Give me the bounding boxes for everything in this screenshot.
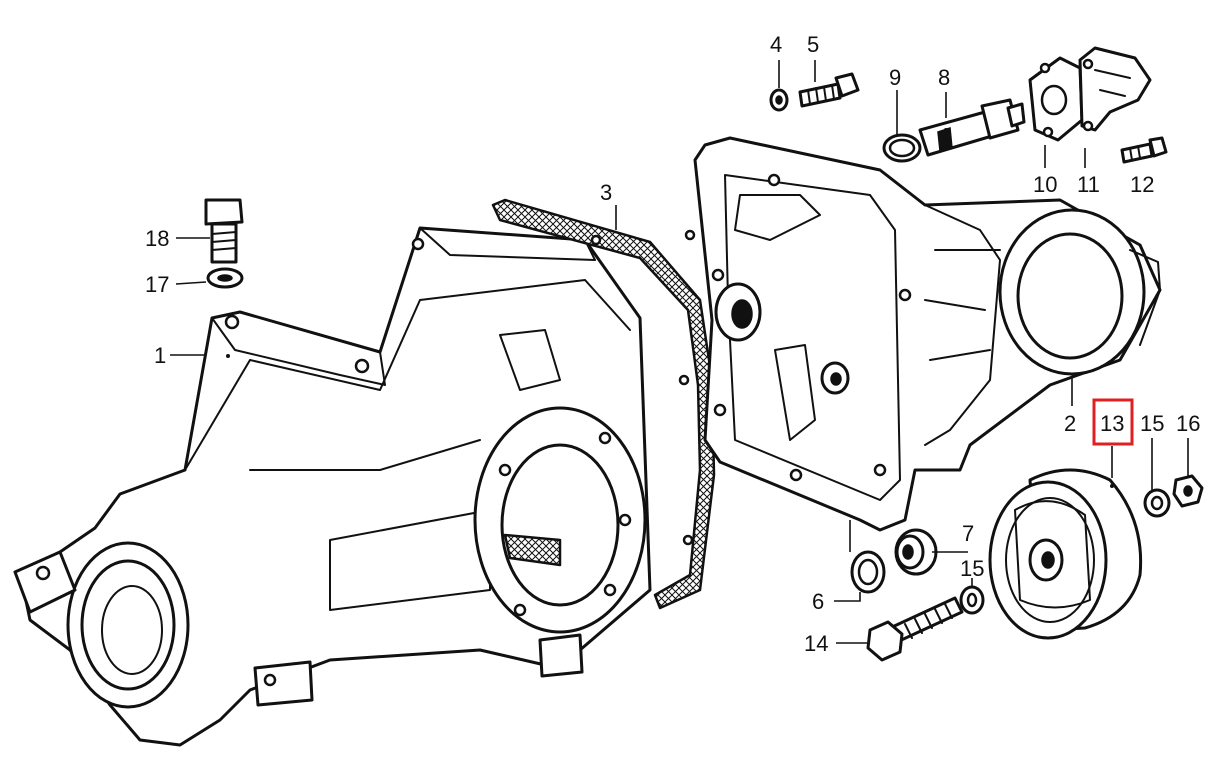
- callout-15-lower: 15: [960, 556, 984, 581]
- o-ring-9: [882, 133, 922, 163]
- bolt-12: [1120, 136, 1168, 164]
- callout-13: 13: [1100, 411, 1124, 436]
- washer-4: [769, 88, 789, 112]
- washer-15-upper: [1143, 488, 1171, 518]
- callout-18: 18: [145, 226, 169, 251]
- callout-3: 3: [600, 180, 612, 205]
- bolt-5: [798, 72, 860, 108]
- callout-2: 2: [1064, 411, 1076, 436]
- callout-15-upper: 15: [1140, 411, 1164, 436]
- rubber-mount-13: [988, 468, 1143, 640]
- callout-4: 4: [770, 32, 782, 57]
- callout-11: 11: [1077, 172, 1100, 197]
- callout-8: 8: [938, 65, 950, 90]
- leader-lines: [170, 60, 1189, 644]
- callout-17: 17: [145, 272, 169, 297]
- callout-5: 5: [807, 32, 819, 57]
- rear-cover: [684, 136, 1162, 532]
- differential-housing: [13, 226, 652, 747]
- bolt-18: [204, 198, 244, 264]
- sensor-8: [918, 98, 1026, 157]
- cover-gasket: [491, 198, 716, 610]
- flange-plate-10: [1028, 56, 1084, 142]
- callout-labels: 1 2 3 4 5 6 7 8 9 10 11 12 13 14 15 15 1…: [145, 32, 1200, 656]
- callout-12: 12: [1130, 172, 1154, 197]
- nut-16: [1172, 474, 1204, 508]
- callout-7: 7: [962, 521, 974, 546]
- seal-ring-6: [850, 550, 886, 594]
- bolt-14: [866, 596, 964, 662]
- callout-16: 16: [1176, 411, 1200, 436]
- callout-1: 1: [154, 343, 166, 368]
- bracket-11: [1078, 46, 1152, 132]
- callout-10: 10: [1033, 172, 1057, 197]
- washer-17: [206, 267, 244, 289]
- callout-14: 14: [804, 631, 828, 656]
- callout-9: 9: [889, 65, 901, 90]
- callout-13-highlight-box: [1092, 398, 1134, 446]
- drain-plug-7: [894, 528, 938, 576]
- callout-6: 6: [812, 589, 824, 614]
- washer-15-lower: [959, 585, 985, 615]
